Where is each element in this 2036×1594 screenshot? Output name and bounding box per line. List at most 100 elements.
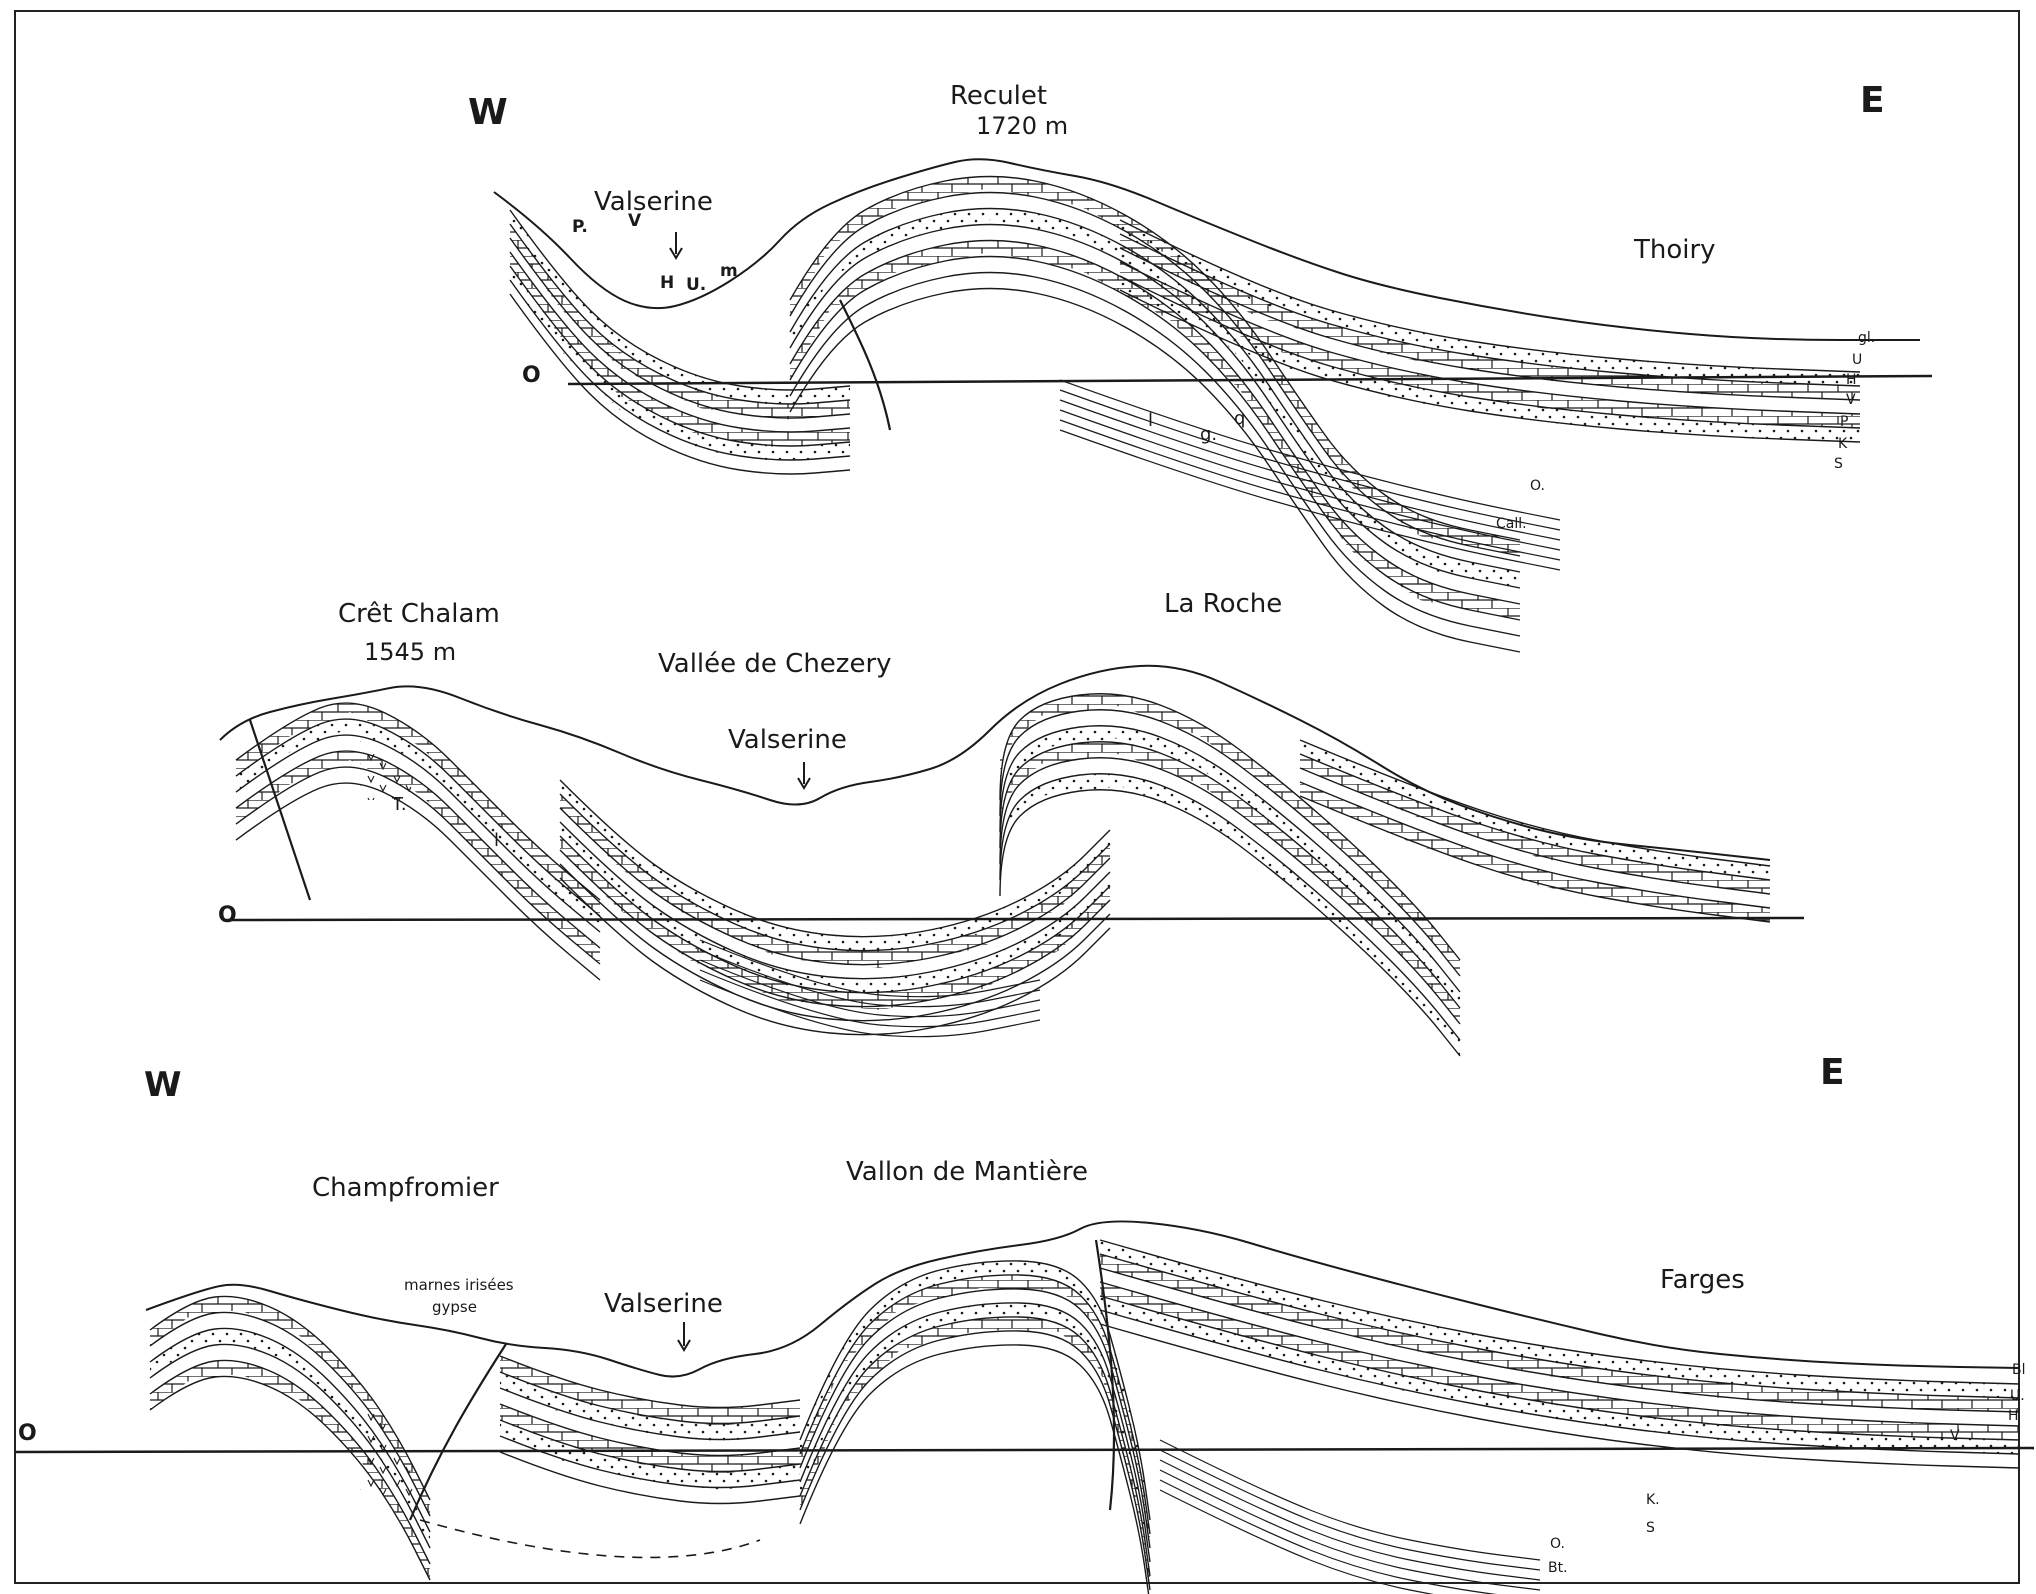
rock-layer	[510, 266, 850, 462]
bedding-line	[999, 773, 1461, 1041]
valley-label: Vallée de Chezery	[658, 649, 892, 679]
crest-anticline	[235, 702, 601, 981]
rock-layer	[1100, 1282, 2020, 1440]
rock-layer	[510, 210, 850, 406]
bedding-line	[1119, 289, 1861, 443]
fold-body	[493, 158, 1920, 653]
west-limb	[509, 209, 851, 475]
stratum-label: m	[720, 261, 738, 281]
formation-mark: g.	[1200, 424, 1217, 445]
bedding-line	[149, 1295, 431, 1501]
bedding-line	[999, 725, 1461, 993]
formation-mark: q	[1234, 408, 1245, 429]
stratum-label: V	[1950, 1428, 1960, 1444]
bedding-line	[235, 782, 601, 981]
stratum-label: U.	[686, 275, 706, 295]
rock-layer	[500, 1404, 800, 1474]
bedding-line	[235, 734, 601, 933]
overturned-fold	[999, 693, 1461, 1057]
rock-layer	[236, 719, 600, 932]
stratum-label: Bl	[2012, 1362, 2026, 1378]
bedding-line	[499, 1451, 801, 1505]
bedding-line	[999, 693, 1461, 961]
valley-label: Valserine	[594, 187, 713, 217]
bedding-line	[1059, 429, 1561, 571]
bedding-line	[499, 1435, 801, 1489]
evaporite-core	[360, 1400, 420, 1500]
bedding-line	[799, 1316, 1151, 1577]
bedding-line	[999, 757, 1461, 1025]
peak-elevation-label: 1720 m	[976, 112, 1068, 140]
rock-layer	[510, 224, 850, 420]
bedding-line	[509, 251, 851, 433]
stratum-label: P.	[572, 217, 588, 237]
datum-line	[15, 1446, 2035, 1454]
stratum-label: K	[1838, 436, 1848, 452]
bedding-line	[1099, 1323, 2021, 1469]
rock-layer	[1300, 740, 1770, 880]
fault-line	[408, 1343, 507, 1521]
rock-layer	[1100, 1254, 2020, 1412]
inner-marks: lg.q	[1148, 408, 1245, 445]
bedding-line	[499, 1403, 801, 1457]
stratum-label: U.	[2010, 1388, 2025, 1404]
figure-frame	[14, 10, 2020, 1584]
bedding-line	[1159, 1479, 1497, 1594]
topographic-surface	[145, 1220, 2021, 1378]
fault-line	[1094, 1239, 1116, 1511]
bedding-line	[1299, 753, 1771, 881]
bedding-line	[235, 766, 601, 965]
bedding-line	[509, 237, 851, 419]
syncline	[499, 1355, 801, 1505]
bedding-line	[499, 1387, 801, 1441]
bedding-line	[1099, 1253, 2021, 1399]
bedding-line	[499, 1355, 801, 1409]
lower-beds	[1059, 379, 1561, 571]
stratum-label: O.	[1530, 478, 1545, 494]
bedding-line	[235, 750, 601, 949]
stratum-label: U	[1852, 352, 1862, 368]
core-label: T.	[391, 794, 407, 815]
bedding-line	[1099, 1239, 2021, 1385]
rock-layer	[1000, 725, 1460, 1008]
section-bottom: W E Champfromier Vallon de Mantière Vals…	[15, 1052, 2035, 1594]
datum-line	[567, 374, 1933, 386]
rock-layer	[790, 176, 1520, 556]
rock-layer	[800, 1316, 1150, 1590]
bedding-line	[799, 1344, 1150, 1594]
lower-beds	[699, 939, 1041, 1038]
river-arrowhead-icon	[677, 1339, 691, 1352]
stratum-label: S	[1646, 1520, 1655, 1536]
bedding-line	[559, 849, 1111, 1008]
stratum-label: gl.	[1858, 330, 1875, 346]
stratum-label: H	[660, 273, 674, 293]
stratum-label: H	[2008, 1408, 2019, 1424]
valley-arrowhead-icon	[669, 247, 683, 260]
stratum-label: Bt.	[1548, 1560, 1568, 1576]
bedding-line	[1299, 767, 1771, 895]
rock-layer	[1000, 741, 1460, 1024]
east-limb	[1299, 739, 1771, 923]
bedding-line	[509, 209, 851, 391]
east-limb	[1099, 1239, 2021, 1469]
bedding-line	[799, 1274, 1151, 1535]
bedding-line	[1059, 379, 1561, 521]
bedding-line	[789, 287, 1521, 653]
bedding-line	[789, 271, 1521, 637]
bedding-line	[1159, 1489, 1434, 1594]
rock-layer	[500, 1420, 800, 1490]
locality-label: La Roche	[1164, 589, 1282, 619]
town-label: Farges	[1660, 1265, 1745, 1295]
triassic-core	[360, 740, 420, 800]
bedding-line	[499, 1371, 801, 1425]
bedding-line	[699, 979, 1041, 1038]
bedding-line	[509, 223, 851, 405]
fold-body	[145, 1220, 2021, 1594]
bedding-line	[789, 207, 1521, 573]
bedding-line	[1119, 261, 1861, 415]
bedding-line	[999, 741, 1461, 1009]
bedding-line	[1099, 1309, 2021, 1455]
bedding-line	[559, 793, 1111, 952]
bedding-line	[799, 1260, 1151, 1521]
